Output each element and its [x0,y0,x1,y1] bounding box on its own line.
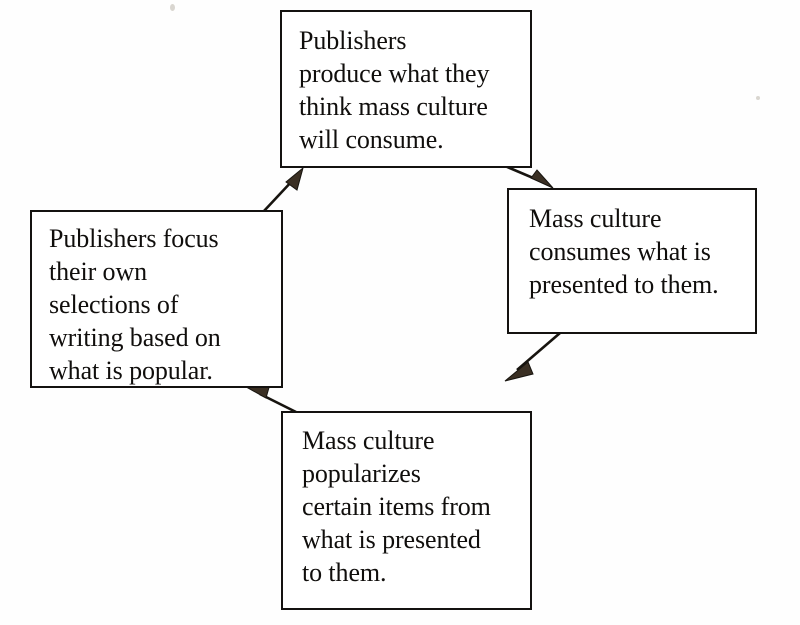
scan-artifact [756,96,760,100]
node-text: Mass culture consumes what is presented … [529,204,719,299]
arrow-top-to-right [504,164,554,189]
arrow-left-to-top [263,166,304,212]
scan-artifact [170,4,175,11]
node-mass-culture-popularizes[interactable]: Mass culture popularizes certain items f… [281,411,532,610]
node-publishers-produce[interactable]: Publishers produce what they think mass … [280,10,532,168]
arrow-bottom-to-left [246,383,297,414]
node-mass-culture-consumes[interactable]: Mass culture consumes what is presented … [507,188,757,334]
node-text: Publishers focus their own selections of… [49,224,221,385]
node-text: Mass culture popularizes certain items f… [302,426,491,587]
node-text: Publishers produce what they think mass … [299,26,490,154]
arrow-right-to-bottom [504,332,561,382]
node-publishers-focus[interactable]: Publishers focus their own selections of… [30,210,283,388]
